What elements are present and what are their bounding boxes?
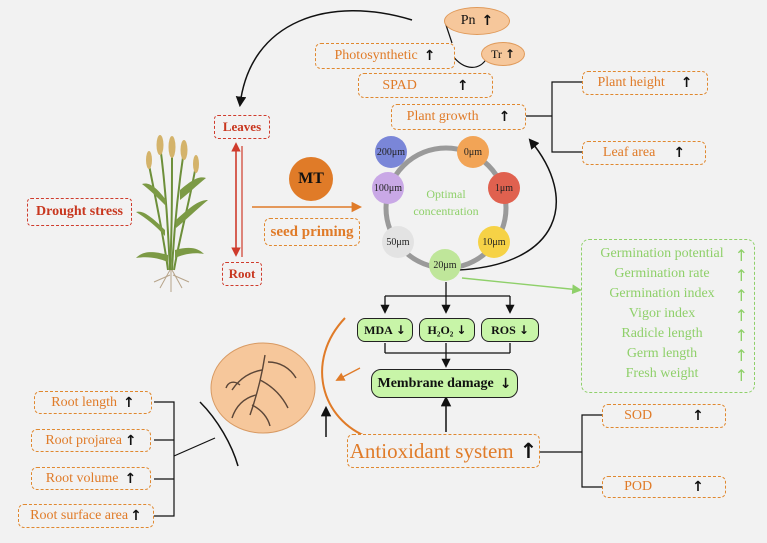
up-arrow-icon: ↑ xyxy=(498,109,511,125)
root-projarea-label: Root projarea↑ xyxy=(31,429,151,452)
ring-center-label: Optimal concentration xyxy=(396,186,496,220)
up-arrow-icon: ↑ xyxy=(734,246,748,265)
ring-center-line-1: Optimal xyxy=(426,187,466,201)
membrane-damage-box: Membrane damage↓ xyxy=(371,369,518,398)
pn-oval: Pn↑ xyxy=(444,7,510,35)
up-arrow-icon: ↑ xyxy=(423,48,436,64)
concentration-100um: 100μm xyxy=(372,172,404,204)
germination-item: Germination rate xyxy=(614,266,710,281)
germination-item: Germ length xyxy=(626,346,698,361)
up-arrow-icon: ↑ xyxy=(481,13,494,29)
down-arrow-icon: ↓ xyxy=(518,323,529,337)
up-arrow-icon: ↑ xyxy=(123,394,135,411)
germination-item: Germination index xyxy=(609,286,715,301)
seed-priming-text: seed priming xyxy=(270,223,354,240)
root-ellipse xyxy=(210,342,316,434)
concentration-0um: 0μm xyxy=(457,136,489,168)
mt-text: MT xyxy=(298,170,324,187)
down-arrow-icon: ↓ xyxy=(456,323,467,337)
up-arrow-icon: ↑ xyxy=(456,77,469,94)
sod-label: SOD↑ xyxy=(602,404,726,428)
up-arrow-icon: ↑ xyxy=(734,286,748,305)
germination-item: Germination potential xyxy=(600,246,724,261)
concentration-10um: 10μm xyxy=(478,226,510,258)
mt-circle: MT xyxy=(289,157,333,201)
drought-stress-text: Drought stress xyxy=(36,204,123,219)
root-surface-area-label: Root surface area↑ xyxy=(18,504,154,528)
up-arrow-icon: ↑ xyxy=(673,145,686,161)
arrow-photo-to-leaves xyxy=(235,10,413,108)
root-text: Root xyxy=(228,266,256,281)
root-volume-label: Root volume↑ xyxy=(31,467,151,490)
up-arrow-icon: ↑ xyxy=(680,75,693,91)
root-label: Root xyxy=(222,262,262,286)
h2o2-box: H₂O₂↓ xyxy=(419,318,475,342)
up-arrow-icon: ↑ xyxy=(124,432,137,449)
concentration-50um: 50μm xyxy=(382,226,414,258)
root-sketch xyxy=(225,354,297,427)
down-arrow-icon: ↓ xyxy=(395,323,406,337)
ring-center-line-2: concentration xyxy=(413,204,479,218)
up-arrow-icon: ↑ xyxy=(734,366,748,385)
leaves-label: Leaves xyxy=(214,115,270,139)
antioxidant-bracket xyxy=(581,414,602,488)
up-arrow-icon: ↑ xyxy=(734,306,748,325)
germination-panel: Germination potential Germination rate G… xyxy=(581,239,755,393)
up-arrow-icon: ↑ xyxy=(692,408,704,424)
plant-growth-label: Plant growth↑ xyxy=(391,104,526,130)
root-length-label: Root length↑ xyxy=(34,391,152,414)
spad-label: SPAD↑ xyxy=(358,73,493,98)
up-arrow-icon: ↑ xyxy=(124,470,137,487)
plant-height-label: Plant height↑ xyxy=(582,71,708,95)
ros-box: ROS↓ xyxy=(481,318,539,342)
antioxidant-system-label: Antioxidant system↑ xyxy=(347,434,540,468)
concentration-200um: 200μm xyxy=(375,136,407,168)
down-arrow-icon: ↓ xyxy=(499,375,512,392)
mda-box: MDA↓ xyxy=(357,318,413,342)
drought-stress-label: Drought stress xyxy=(27,198,132,226)
concentration-20um: 20μm xyxy=(429,249,461,281)
seed-priming-label: seed priming xyxy=(264,218,360,246)
pod-label: POD↑ xyxy=(602,476,726,498)
root-traits-bracket xyxy=(154,401,175,517)
up-arrow-icon: ↑ xyxy=(734,326,748,345)
germination-item: Vigor index xyxy=(628,306,696,321)
up-arrow-icon: ↑ xyxy=(734,346,748,365)
up-arrow-icon: ↑ xyxy=(519,439,538,463)
up-arrow-icon: ↑ xyxy=(734,266,748,285)
up-arrow-icon: ↑ xyxy=(504,47,515,61)
leaves-text: Leaves xyxy=(222,119,262,134)
tr-oval: Tr↑ xyxy=(481,42,525,66)
arrow-20um-to-growth xyxy=(457,138,557,271)
leaf-area-label: Leaf area↑ xyxy=(582,141,706,165)
concentration-1um: 1μm xyxy=(488,172,520,204)
up-arrow-icon: ↑ xyxy=(692,479,704,495)
arrow-to-germination xyxy=(461,277,582,295)
orange-arc xyxy=(321,317,371,439)
germination-item: Fresh weight xyxy=(625,366,699,381)
germination-item: Radicle length xyxy=(621,326,703,341)
root-bracket-arc xyxy=(199,401,239,467)
up-arrow-icon: ↑ xyxy=(130,508,142,524)
wheat-plant-illustration xyxy=(136,135,208,292)
growth-bracket xyxy=(551,81,582,153)
photosynthetic-label: Photosynthetic↑ xyxy=(315,43,455,69)
